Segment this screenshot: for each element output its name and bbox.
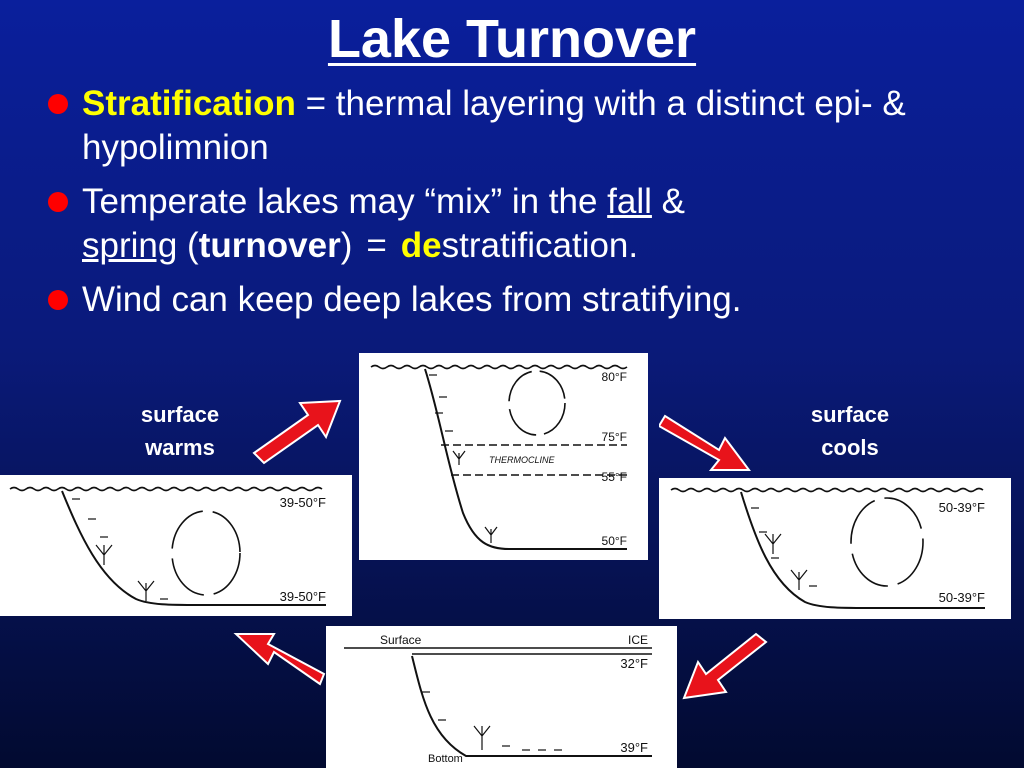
prefix-de: de <box>400 226 442 265</box>
word-fall: fall <box>607 182 652 221</box>
summer-lake-drawing: 80°F 75°F 55°F 50°F THERMOCLINE <box>370 364 628 550</box>
fall-temp-bottom: 50-39°F <box>939 590 985 605</box>
fish-icon <box>751 507 817 587</box>
temp-55: 55°F <box>602 470 627 484</box>
term-stratification: Stratification <box>82 84 296 123</box>
spring-temp-top: 39-50°F <box>280 495 326 510</box>
turnover-text-5: stratification. <box>441 226 639 265</box>
label-surface-cools-line2: cools <box>821 435 879 460</box>
fish-icon <box>422 691 562 751</box>
plant-icon <box>473 725 491 750</box>
bullet-dot-icon <box>48 192 68 212</box>
winter-bottom-label: Bottom <box>428 753 463 765</box>
fall-temp-top: 50-39°F <box>939 500 985 515</box>
slide-title: Lake Turnover <box>327 9 697 69</box>
diagram-fall-turnover: 50-39°F 50-39°F <box>659 478 1011 619</box>
fall-lake-drawing: 50-39°F 50-39°F <box>670 487 985 609</box>
stratification-definition: = thermal layering with a distinct epi- … <box>82 84 906 167</box>
arrow-up-left-icon <box>233 633 326 686</box>
winter-temp-bottom: 39°F <box>620 740 648 755</box>
diagram-summer-stratified: 80°F 75°F 55°F 50°F THERMOCLINE <box>359 353 648 560</box>
label-surface-warms-line2: warms <box>145 435 215 460</box>
bullet-dot-icon <box>48 290 68 310</box>
bullet-stratification: Stratification = thermal layering with a… <box>46 82 986 170</box>
spring-lake-drawing: 39-50°F 39-50°F <box>9 486 326 606</box>
term-turnover: turnover <box>198 226 341 265</box>
turnover-text-3: ( <box>177 226 199 265</box>
winter-surface-label: Surface <box>380 633 422 647</box>
fish-icon <box>429 374 453 432</box>
spring-temp-bottom: 39-50°F <box>280 589 326 604</box>
temp-50: 50°F <box>602 534 627 548</box>
bullet-list: Stratification = thermal layering with a… <box>46 82 986 332</box>
diagram-winter-ice: Surface ICE 32°F Bottom 39°F <box>326 626 677 768</box>
bullet-wind: Wind can keep deep lakes from stratifyin… <box>46 278 986 322</box>
arrow-up-right-icon <box>252 399 342 465</box>
winter-temp-top: 32°F <box>620 656 648 671</box>
turnover-text-1: Temperate lakes may “mix” in the <box>82 182 608 221</box>
plant-icon <box>764 533 808 590</box>
arrow-down-left-icon <box>682 632 768 700</box>
diagram-spring-turnover: 39-50°F 39-50°F <box>0 475 352 616</box>
label-surface-cools: surface cools <box>780 398 920 464</box>
arrow-down-right-icon <box>659 414 751 471</box>
turnover-text-2: & <box>651 182 685 221</box>
wind-text: Wind can keep deep lakes from stratifyin… <box>82 280 742 319</box>
equals-sign: = <box>366 226 387 265</box>
thermocline-label: THERMOCLINE <box>489 455 556 465</box>
label-surface-warms: surface warms <box>110 398 250 464</box>
word-spring: spring <box>82 226 178 265</box>
plant-icon <box>452 450 498 543</box>
temp-80: 80°F <box>602 370 627 384</box>
fish-icon <box>72 498 168 600</box>
winter-lake-drawing: Surface ICE 32°F Bottom 39°F <box>344 633 652 765</box>
turnover-text-4: ) <box>340 226 353 265</box>
temp-75: 75°F <box>602 430 627 444</box>
bullet-dot-icon <box>48 94 68 114</box>
label-surface-cools-line1: surface <box>810 402 890 427</box>
winter-ice-label: ICE <box>628 633 648 647</box>
label-surface-warms-line1: surface <box>140 402 220 427</box>
plant-icon <box>95 544 155 601</box>
bullet-turnover: Temperate lakes may “mix” in the fall & … <box>46 180 986 268</box>
